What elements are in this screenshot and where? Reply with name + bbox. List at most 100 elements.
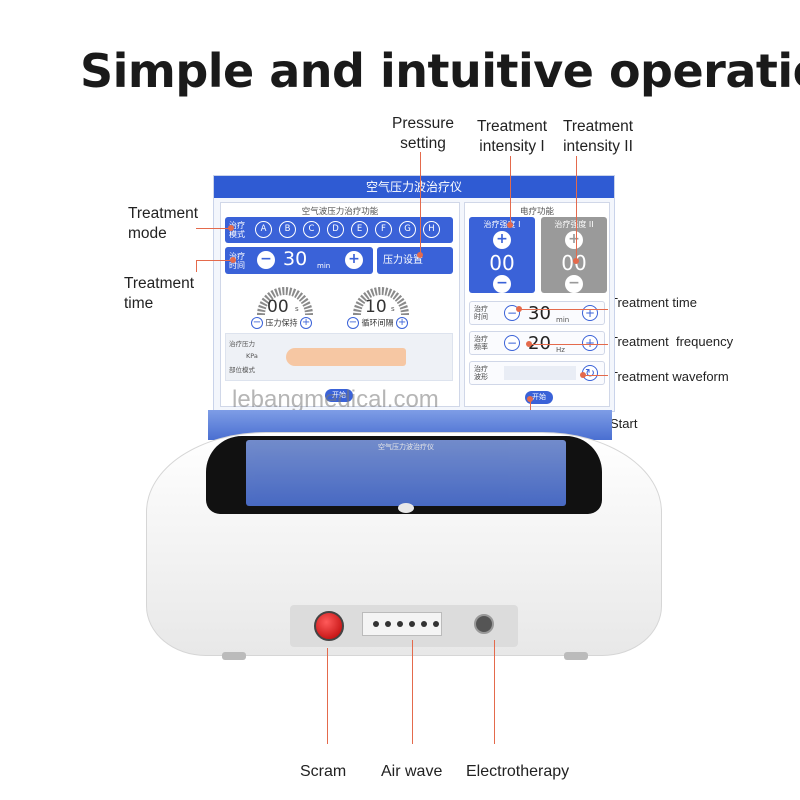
start-callout: Start — [610, 416, 638, 431]
pressure-setting-button[interactable]: 压力设置 — [377, 247, 453, 274]
intensity-2-panel: 治疗强度 II + 00 − — [541, 217, 607, 293]
time-connector-v — [196, 260, 197, 272]
cycle-plus-button[interactable]: + — [396, 317, 409, 329]
electro-frequency-minus-button[interactable]: − — [504, 335, 520, 351]
mode-b-button[interactable]: B — [279, 221, 296, 238]
emergency-stop-button[interactable] — [314, 611, 344, 641]
device-foot-left — [222, 652, 246, 660]
intensity-1-label: Treatment intensity I — [476, 118, 548, 155]
right-waveform-callout: Treatment waveform — [610, 369, 729, 384]
treatment-time-callout: Treatment time — [124, 274, 210, 314]
mode-label: 治疗模式 — [229, 221, 245, 239]
screen-title: 空气压力波治疗仪 — [214, 176, 614, 198]
hold-plus-button[interactable]: + — [300, 317, 313, 329]
intensity-2-minus-button[interactable]: − — [565, 275, 583, 293]
air-wave-connector — [412, 640, 413, 744]
right-frequency-callout: Treatment frequency — [610, 334, 734, 349]
hold-value: 00 — [267, 297, 289, 317]
headline: Simple and intuitive operatio — [80, 44, 800, 98]
air-wave-start-button[interactable]: 开始 — [325, 389, 353, 402]
electrotherapy-port[interactable] — [474, 614, 494, 634]
electro-waveform-label: 治疗波形 — [474, 365, 488, 381]
mode-connector — [196, 228, 230, 229]
intensity-1-connector-dot — [507, 222, 513, 228]
air-port-hole-4 — [409, 621, 415, 627]
pressure-connector-dot — [417, 252, 423, 258]
time-minus-button[interactable]: − — [257, 251, 275, 269]
intensity-1-plus-button[interactable]: + — [493, 231, 511, 249]
watermark: lebangmedical.com — [232, 386, 439, 413]
electro-frequency-row: 治疗频率 − 20 Hz + — [469, 331, 605, 355]
time-plus-button[interactable]: + — [345, 251, 363, 269]
mode-f-button[interactable]: F — [375, 221, 392, 238]
air-wave-section: 空气波压力治疗功能 治疗模式 A B C D E F G H 治疗时间 − 30… — [220, 202, 460, 407]
arm-illustration — [286, 348, 406, 366]
hold-minus-button[interactable]: − — [251, 317, 263, 329]
device-lcd-title: 空气压力波治疗仪 — [378, 443, 434, 451]
device-sensor — [398, 503, 414, 513]
electro-frequency-unit: Hz — [556, 346, 565, 354]
time-connector-dot — [230, 257, 236, 263]
right-frequency-connector — [530, 344, 608, 345]
intensity-1-connector — [510, 156, 511, 226]
mode-g-button[interactable]: G — [399, 221, 416, 238]
electro-frequency-plus-button[interactable]: + — [582, 335, 598, 351]
electro-frequency-value: 20 — [528, 333, 551, 354]
intensity-1-value: 00 — [489, 251, 515, 275]
device-foot-right — [564, 652, 588, 660]
electro-time-row: 治疗时间 − 30 min + — [469, 301, 605, 325]
hold-label: 压力保持 — [265, 318, 298, 328]
mode-c-button[interactable]: C — [303, 221, 320, 238]
treatment-time-row: 治疗时间 − 30 min + — [225, 247, 373, 274]
limb-kpa-label: KPa — [246, 352, 258, 360]
electrotherapy-section: 电疗功能 治疗强度 I + 00 − 治疗强度 II + 00 − 治疗时间 −… — [464, 202, 610, 407]
electrotherapy-section-title: 电疗功能 — [519, 207, 554, 217]
limb-pressure-label: 治疗压力 — [229, 340, 255, 348]
mode-a-button[interactable]: A — [255, 221, 272, 238]
hold-unit: s — [295, 305, 299, 313]
mode-connector-dot — [228, 225, 234, 231]
right-frequency-connector-dot — [526, 341, 532, 347]
limb-display: 治疗压力 KPa 部位模式 — [225, 333, 453, 381]
intensity-1-callout: Treatment intensity I — [470, 117, 554, 157]
electro-time-label: 治疗时间 — [474, 305, 488, 321]
electro-frequency-label: 治疗频率 — [474, 335, 488, 351]
time-connector — [196, 260, 232, 261]
pressure-setting-label: Pressure setting — [391, 115, 455, 152]
cycle-unit: s — [391, 305, 395, 313]
limb-mode-label: 部位模式 — [229, 366, 255, 374]
air-wave-label: Air wave — [381, 763, 443, 780]
electro-time-plus-button[interactable]: + — [582, 305, 598, 321]
time-value: 30 — [283, 248, 308, 270]
intensity-2-plus-button[interactable]: + — [565, 231, 583, 249]
cycle-control: − 循环间隔 + — [347, 317, 409, 331]
air-port-hole-2 — [385, 621, 391, 627]
scram-connector — [327, 648, 328, 744]
intensity-2-callout: Treatment intensity II — [556, 117, 640, 157]
intensity-1-minus-button[interactable]: − — [493, 275, 511, 293]
air-port-hole-5 — [421, 621, 427, 627]
mode-h-button[interactable]: H — [423, 221, 440, 238]
air-port-hole-1 — [373, 621, 379, 627]
device-lcd: 空气压力波治疗仪 — [246, 440, 566, 506]
mode-d-button[interactable]: D — [327, 221, 344, 238]
treatment-mode-label: Treatment mode — [128, 205, 199, 242]
right-time-callout: Treatment time — [610, 295, 697, 310]
time-label: 治疗时间 — [229, 252, 245, 270]
air-wave-section-title: 空气波压力治疗功能 — [301, 207, 379, 217]
mode-e-button[interactable]: E — [351, 221, 368, 238]
air-wave-port[interactable] — [362, 612, 442, 636]
right-time-connector — [520, 309, 608, 310]
pressure-connector — [420, 152, 421, 256]
cycle-value: 10 — [365, 297, 387, 317]
cycle-label: 循环间隔 — [361, 318, 394, 328]
pressure-setting-callout: Pressure setting — [388, 114, 458, 154]
intensity-2-title: 治疗强度 II — [554, 220, 594, 229]
treatment-time-label: Treatment time — [124, 275, 195, 312]
air-port-hole-6 — [433, 621, 439, 627]
treatment-mode-row: 治疗模式 A B C D E F G H — [225, 217, 453, 243]
intensity-2-connector-dot — [573, 258, 579, 264]
cycle-minus-button[interactable]: − — [347, 317, 359, 329]
treatment-mode-callout: Treatment mode — [128, 204, 218, 244]
right-waveform-connector-dot — [580, 372, 586, 378]
